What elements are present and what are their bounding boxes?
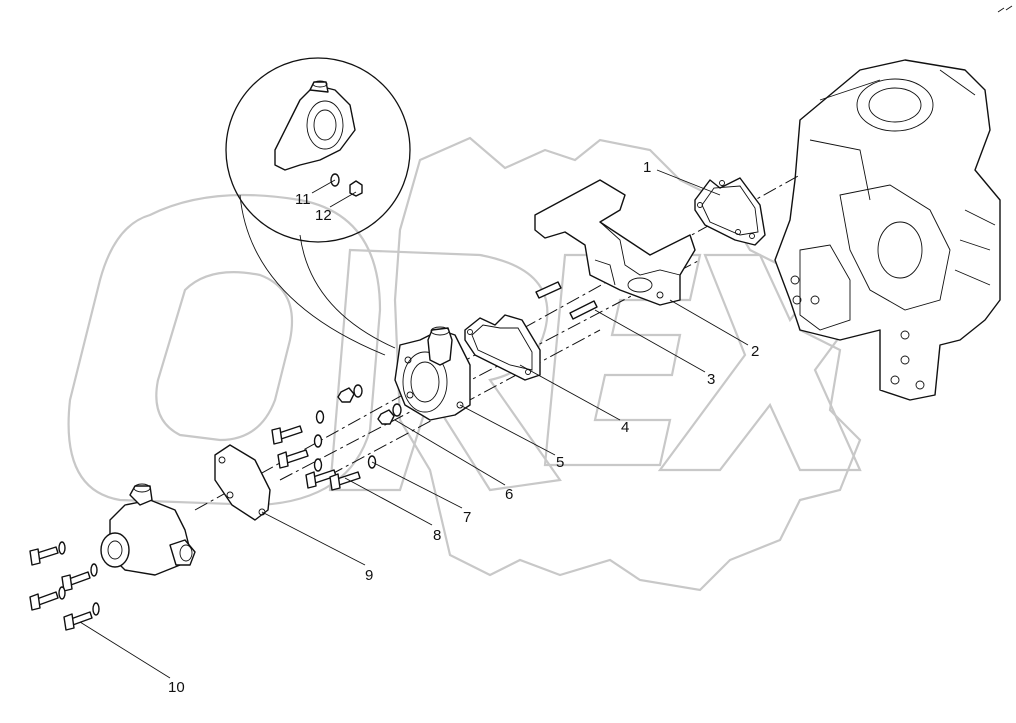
watermark-gear bbox=[393, 136, 862, 592]
callout-1: 1 bbox=[643, 159, 651, 176]
gasket-4 bbox=[464, 314, 541, 381]
detail-view-circle bbox=[225, 57, 411, 356]
nuts-6 bbox=[337, 384, 402, 425]
engine-block bbox=[774, 59, 1001, 401]
gasket-9 bbox=[214, 444, 271, 521]
studs-3 bbox=[535, 281, 598, 320]
callout-7: 7 bbox=[463, 509, 471, 526]
corner-mark bbox=[997, 5, 1013, 13]
callout-8: 8 bbox=[433, 527, 441, 544]
water-pump bbox=[100, 483, 196, 576]
callout-11: 11 bbox=[295, 191, 311, 208]
callout-12: 12 bbox=[315, 207, 332, 224]
callout-labels: 1 2 3 4 5 6 7 8 9 10 11 12 bbox=[168, 159, 759, 696]
bolts-10 bbox=[29, 541, 100, 631]
housing-5 bbox=[394, 326, 471, 421]
callout-9: 9 bbox=[365, 567, 373, 584]
bracket-2 bbox=[534, 179, 696, 306]
callout-5: 5 bbox=[556, 454, 564, 471]
callout-4: 4 bbox=[621, 419, 629, 436]
bolts-8 bbox=[271, 425, 361, 491]
callout-3: 3 bbox=[707, 371, 715, 388]
washers-7 bbox=[313, 410, 377, 472]
gasket-1 bbox=[694, 177, 766, 246]
callout-2: 2 bbox=[751, 343, 759, 360]
callout-10: 10 bbox=[168, 679, 185, 696]
leader-lines bbox=[79, 169, 749, 679]
callout-6: 6 bbox=[505, 486, 513, 503]
watermark-logo bbox=[67, 136, 903, 592]
